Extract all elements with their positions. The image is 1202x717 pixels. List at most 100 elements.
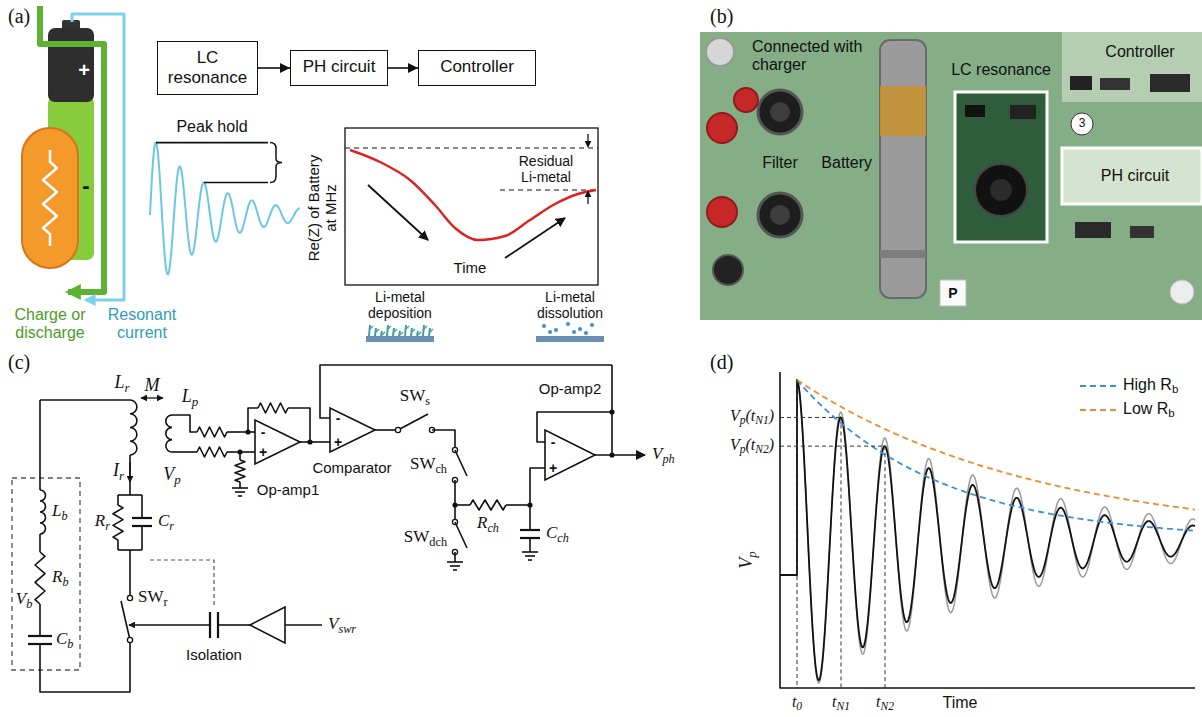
- lithium-ion: [542, 324, 546, 328]
- dendrite: [429, 328, 430, 336]
- wire: [117, 495, 119, 505]
- text-run: SW: [138, 587, 164, 606]
- guide-line: [780, 417, 841, 418]
- charge-path: [40, 6, 104, 292]
- component-label: Lb: [52, 501, 68, 522]
- gap-arrow: [587, 191, 588, 204]
- text-run: ): [769, 436, 774, 453]
- filter-inductor: [758, 193, 802, 237]
- text-run: L: [114, 372, 124, 392]
- subscript: swr: [338, 622, 356, 636]
- wire: [455, 504, 470, 506]
- comparator-symbol: [330, 408, 375, 452]
- wire: [141, 495, 143, 518]
- subscript: r: [119, 468, 124, 483]
- sticker: [1071, 113, 1093, 135]
- signal-name: Vph: [652, 444, 675, 465]
- text-run: C: [546, 523, 557, 542]
- subscript: ch: [557, 531, 569, 545]
- component-label: SWr: [138, 587, 168, 608]
- standoff: [1170, 280, 1194, 304]
- resistance-capsule: [22, 128, 78, 268]
- subscript: p: [744, 551, 759, 557]
- battery-band: [880, 250, 926, 258]
- component-label: SWch: [410, 454, 447, 475]
- dendrite: [423, 325, 424, 336]
- junction-dot: [307, 439, 312, 444]
- subscript: 0: [796, 700, 802, 712]
- text-run: V: [328, 614, 338, 633]
- waveform-plot: [780, 372, 1195, 688]
- component-label: SWdch: [404, 527, 447, 548]
- battery-cell: [880, 40, 926, 298]
- output-arrow: [595, 454, 645, 456]
- subscript: p: [174, 472, 180, 487]
- banana-jack: [707, 197, 737, 227]
- subscript: N1: [755, 414, 768, 426]
- flow-label: Resonant current: [99, 306, 185, 343]
- subscript: b: [61, 509, 67, 523]
- axis-line: [780, 372, 1195, 688]
- guide-line: [797, 380, 798, 688]
- subscript: r: [164, 595, 168, 609]
- process-box: Controller: [418, 50, 536, 86]
- wire: [129, 550, 131, 596]
- ground-symbol: [447, 561, 463, 563]
- subscript: p: [192, 394, 198, 409]
- dendrite: [418, 332, 421, 335]
- lc-module: [955, 92, 1047, 242]
- banana-jack: [734, 88, 758, 112]
- lithium-ion: [584, 331, 588, 335]
- control-arrow: [129, 624, 210, 626]
- wire: [285, 624, 322, 626]
- banana-jack: [706, 38, 734, 66]
- photo-label: PH circuit: [1101, 167, 1169, 185]
- dendrite: [417, 331, 418, 336]
- wire: [320, 365, 612, 418]
- trend-arrow: [505, 218, 565, 258]
- resonant-path: [72, 14, 124, 300]
- signal-name: Vswr: [328, 614, 356, 635]
- envelope-curve: [797, 380, 1195, 510]
- component-label: Rr: [95, 511, 110, 532]
- dendrite: [393, 328, 394, 336]
- buffer-symbol: [250, 607, 285, 643]
- chip: [1075, 222, 1111, 238]
- tick-label: Vp(tN1): [730, 407, 774, 427]
- component-label: M: [145, 375, 160, 396]
- opamp-symbol: [545, 430, 595, 480]
- text-run: V: [16, 589, 26, 608]
- bracket: [270, 143, 282, 183]
- text-run: V: [736, 558, 756, 569]
- flow-label: Charge or discharge: [2, 306, 98, 343]
- annotation: Li-metal deposition: [354, 289, 446, 321]
- dendrite: [376, 329, 379, 332]
- reference-line: [345, 147, 598, 148]
- subscript: p: [740, 443, 746, 455]
- photo-label: Controller: [1105, 43, 1174, 61]
- wire: [218, 624, 250, 626]
- box-text: PH circuit: [299, 57, 379, 77]
- chip: [1070, 76, 1092, 90]
- subscript: b: [1172, 383, 1178, 395]
- dendrite: [411, 328, 412, 336]
- component-label: Rch: [477, 513, 499, 534]
- text-run: V: [652, 444, 662, 463]
- text-run: SW: [400, 386, 426, 405]
- terminal-sign: -: [82, 173, 89, 198]
- dendrite: [375, 328, 376, 336]
- chip: [1130, 226, 1154, 238]
- annotation: Peak hold: [176, 118, 247, 136]
- sticker-text: 3: [1079, 117, 1086, 131]
- capacitor-plate: [28, 635, 52, 637]
- banana-jack: [707, 113, 737, 143]
- controller-board: [1062, 32, 1202, 102]
- text-run: Low R: [1123, 400, 1168, 417]
- lithium-ion: [572, 330, 576, 334]
- wire: [39, 400, 41, 490]
- inductor: [990, 179, 1012, 201]
- panel-label: (b): [710, 5, 733, 28]
- text-run: C: [158, 511, 169, 530]
- text-run: SW: [410, 454, 436, 473]
